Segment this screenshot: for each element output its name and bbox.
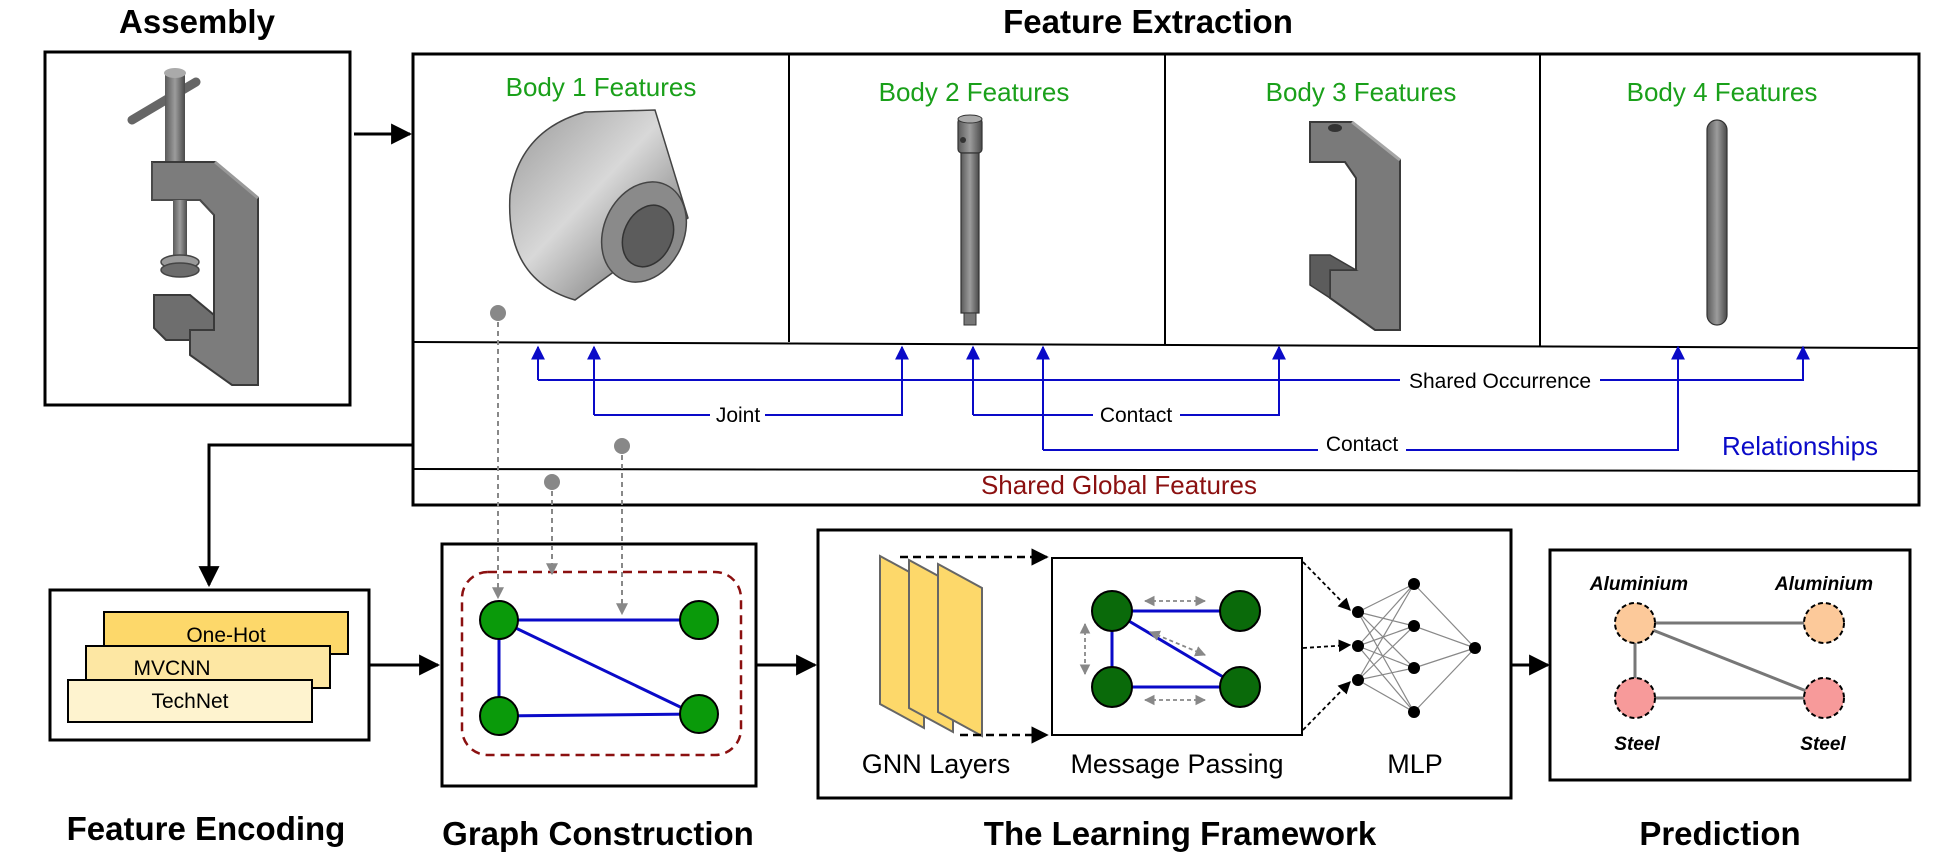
- body-3-frame-image: [1309, 120, 1401, 331]
- body-2-rod-image: [957, 114, 983, 326]
- gnn-layers-label: GNN Layers: [862, 749, 1011, 779]
- body-4-pin-image: [1706, 119, 1728, 326]
- joint-label: Joint: [716, 404, 761, 427]
- message-passing-label: Message Passing: [1070, 749, 1283, 779]
- feature-mapping-arrows: [492, 313, 628, 616]
- graph-node-1: [479, 600, 519, 640]
- encoding-mvcnn-label: MVCNN: [134, 657, 211, 680]
- shared-global-features-label: Shared Global Features: [981, 470, 1257, 500]
- assembly-panel: [43, 50, 352, 407]
- feature-dot-2: [544, 474, 560, 490]
- shared-occurrence-label: Shared Occurrence: [1409, 370, 1591, 393]
- graph-node-2: [679, 600, 719, 640]
- mlp-label: MLP: [1387, 749, 1443, 779]
- prediction-label-top-right: Aluminium: [1774, 574, 1873, 595]
- graph-node-3: [479, 696, 519, 736]
- prediction-label-bottom-right: Steel: [1800, 734, 1846, 755]
- feature-encoding-title: Feature Encoding: [67, 810, 346, 847]
- feature-extraction-panel: Body 1 Features Body 2 Features Body 3 F…: [411, 52, 1921, 507]
- graph-construction-title: Graph Construction: [442, 815, 754, 852]
- body-2-title: Body 2 Features: [879, 77, 1070, 107]
- message-passing-box: [1051, 557, 1303, 736]
- learning-framework-panel: GNN Layers Message Passing MLP: [816, 528, 1513, 800]
- feature-encoding-panel: One-Hot MVCNN TechNet: [48, 588, 371, 742]
- body-4-title: Body 4 Features: [1627, 77, 1818, 107]
- gnn-layers-stack: [879, 554, 983, 738]
- feature-extraction-title: Feature Extraction: [1003, 3, 1293, 40]
- assembly-title: Assembly: [119, 3, 276, 40]
- body-1-cone-image: [508, 109, 689, 301]
- encoding-one-hot-label: One-Hot: [186, 624, 266, 647]
- encoding-technet-label: TechNet: [151, 690, 228, 713]
- clamp-assembly-image: [127, 68, 259, 386]
- prediction-title: Prediction: [1639, 815, 1800, 852]
- graph-construction-panel: [440, 542, 758, 788]
- arrow-extraction-to-encoding: [198, 443, 413, 588]
- relationship-lines: [531, 345, 1810, 451]
- prediction-node-steel-2: [1803, 677, 1845, 719]
- contact-label-1: Contact: [1100, 404, 1173, 427]
- learning-framework-title: The Learning Framework: [984, 815, 1377, 852]
- mlp-network: [1357, 583, 1476, 713]
- relationships-title: Relationships: [1722, 431, 1878, 461]
- prediction-panel: Aluminium Aluminium Steel Steel: [1548, 548, 1912, 782]
- prediction-label-bottom-left: Steel: [1614, 734, 1660, 755]
- graph-node-4: [679, 694, 719, 734]
- prediction-label-top-left: Aluminium: [1589, 574, 1688, 595]
- prediction-node-steel-1: [1614, 677, 1656, 719]
- encoding-technet-card: [67, 679, 313, 723]
- prediction-node-aluminium-1: [1614, 602, 1656, 644]
- body-3-title: Body 3 Features: [1266, 77, 1457, 107]
- feature-dot-3: [614, 438, 630, 454]
- contact-label-2: Contact: [1326, 433, 1399, 456]
- feature-dot-1: [490, 305, 506, 321]
- body-1-title: Body 1 Features: [506, 72, 697, 102]
- prediction-node-aluminium-2: [1803, 602, 1845, 644]
